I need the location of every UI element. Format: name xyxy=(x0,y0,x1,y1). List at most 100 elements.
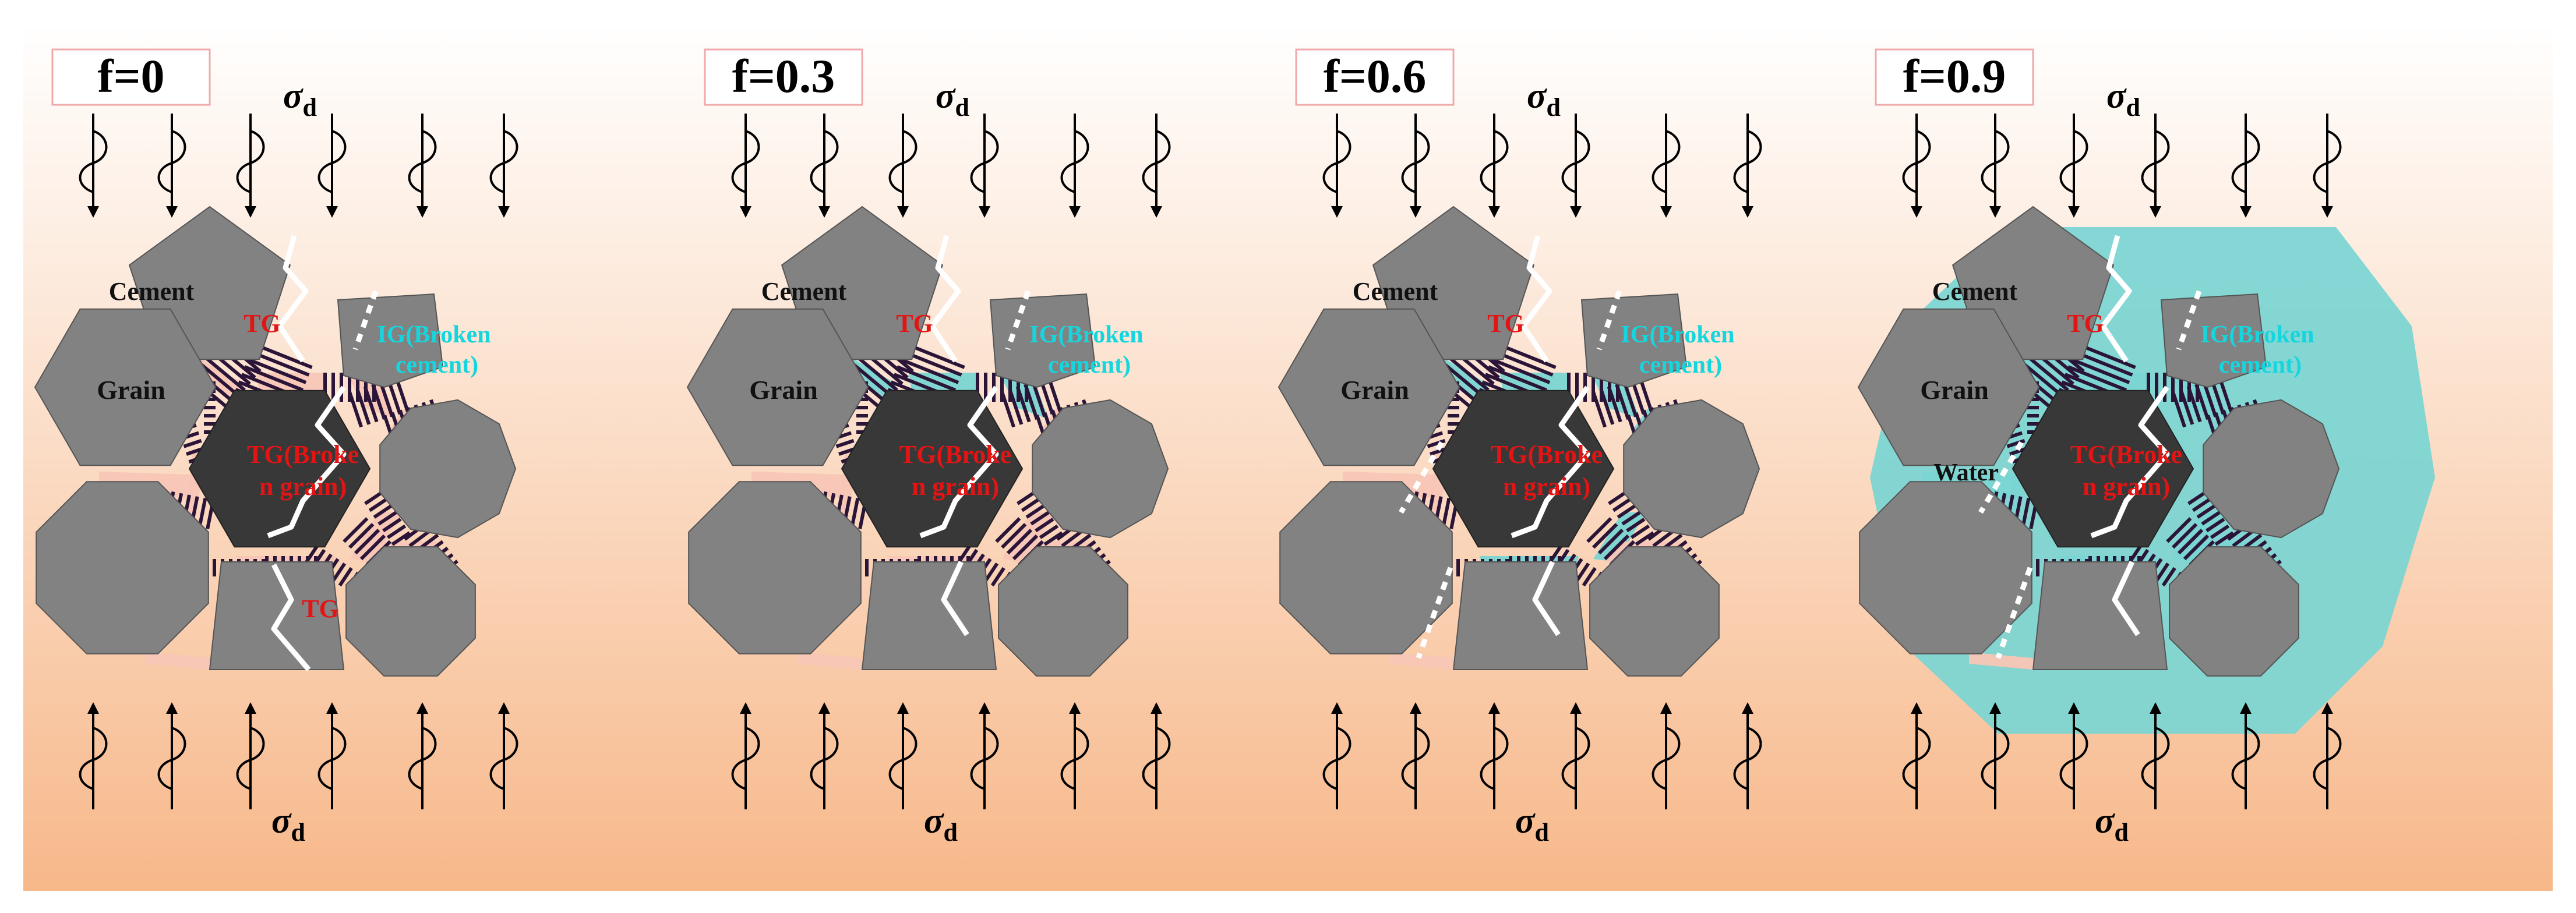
cement-bond-stripe xyxy=(1035,518,1054,533)
wave-symbol xyxy=(970,727,999,790)
label-ig-line1: IG(Broken xyxy=(1621,321,1734,348)
label-tg-broken-line2: n grain) xyxy=(259,472,347,501)
cement-bond-stripe xyxy=(896,365,957,392)
cement-pad xyxy=(1593,512,1646,562)
cement-pad xyxy=(350,512,402,562)
stress-label-top: σd xyxy=(283,76,317,122)
panel-title: f=0.6 xyxy=(1324,49,1427,102)
wave-symbol xyxy=(317,727,347,790)
wave-symbol xyxy=(1733,130,1762,193)
wave-symbol xyxy=(1561,727,1590,790)
panel-title-box xyxy=(1875,48,2034,106)
stress-label-top: σd xyxy=(1527,76,1561,122)
label-tg-broken-line1: TG(Broke xyxy=(1491,440,1603,469)
label-ig-line1: IG(Broken xyxy=(377,321,491,348)
cement-bond-stripe xyxy=(2155,562,2170,582)
grain-bottom-trapezoid xyxy=(861,561,997,670)
wave-symbol xyxy=(1652,130,1681,193)
cement-bond-stripe xyxy=(373,504,393,519)
wave-symbol xyxy=(2059,130,2088,193)
cement-bond-stripe xyxy=(348,523,375,549)
panel-title: f=0.3 xyxy=(732,49,835,102)
cement-bond-stripe xyxy=(2021,497,2031,528)
cement-bond-stripe xyxy=(1612,497,1632,512)
stress-label-bottom: σd xyxy=(271,801,305,847)
cement-bond-stripe xyxy=(355,388,371,425)
cement-bond-stripe xyxy=(984,562,999,582)
grain-right-polygon xyxy=(1623,399,1760,539)
wave-symbol xyxy=(888,727,918,790)
cement-bond-stripe xyxy=(386,524,407,539)
stress-label-bottom: σd xyxy=(1515,801,1549,847)
crack-top-grain xyxy=(2100,235,2132,363)
wave-symbol xyxy=(2141,130,2170,193)
label-grain: Grain xyxy=(97,375,165,405)
cement-pad xyxy=(146,652,210,670)
cement-bond-stripe xyxy=(2183,534,2210,561)
cement-bond-stripe xyxy=(1621,511,1641,526)
wave-symbol xyxy=(1322,727,1351,790)
wave-symbol xyxy=(1401,130,1430,193)
cement-bond-stripe xyxy=(1622,381,1638,417)
label-cement: Cement xyxy=(1932,277,2018,306)
cement-bond-stripe xyxy=(1000,391,1016,428)
cement-bond-stripe xyxy=(391,531,411,546)
wave-symbol xyxy=(731,727,760,790)
label-tg-top: TG xyxy=(1487,309,1525,338)
wave-symbol xyxy=(2231,727,2260,790)
cement-bond-stripe xyxy=(1635,531,1654,546)
cement-bond-stripe xyxy=(371,384,386,420)
wave-symbol xyxy=(970,130,999,193)
grain-bottom-trapezoid xyxy=(1452,561,1589,670)
wave-symbol xyxy=(317,130,347,193)
label-grain: Grain xyxy=(1340,375,1409,405)
cement-bond-stripe xyxy=(1021,497,1041,512)
label-tg-broken-line2: n grain) xyxy=(912,472,999,501)
wave-symbol xyxy=(1060,727,1089,790)
grain-right-polygon xyxy=(379,399,517,539)
stress-label-bottom: σd xyxy=(2095,801,2129,847)
grain-right-small xyxy=(2160,293,2267,388)
cement-bond-stripe xyxy=(1015,386,1031,423)
cement-bond-stripe xyxy=(2166,517,2192,543)
grain-right-polygon xyxy=(2203,399,2340,539)
cement-bond-stripe xyxy=(2179,388,2194,425)
cement-bond-stripe xyxy=(2171,391,2187,428)
wave-symbol xyxy=(79,727,108,790)
label-ig-line2: cement) xyxy=(2219,352,2302,378)
label-tg-broken-line2: n grain) xyxy=(2083,472,2170,501)
cement-bond-stripe xyxy=(1006,528,1033,555)
cement-bond-stripe xyxy=(348,391,364,428)
wave-symbol xyxy=(2231,130,2260,193)
wave-symbol xyxy=(1561,130,1590,193)
crack-center-grain xyxy=(1511,385,1590,539)
panel-title-box xyxy=(1295,48,1455,106)
cement-bond-stripe xyxy=(1603,534,1630,561)
grain-bottom-right xyxy=(345,546,476,677)
wave-symbol xyxy=(810,727,839,790)
label-ig-line1: IG(Broken xyxy=(2200,321,2314,348)
label-tg-top: TG xyxy=(2067,309,2104,338)
label-cement: Cement xyxy=(761,277,847,306)
grain-bottom-left xyxy=(1279,481,1453,654)
wave-symbol xyxy=(1652,727,1681,790)
cement-bond-stripe xyxy=(1599,388,1615,425)
cement-bond-stripe xyxy=(2067,365,2127,392)
grain-bottom-trapezoid xyxy=(2032,561,2168,670)
cement-bond-stripe xyxy=(183,438,202,448)
cement-bond-stripe xyxy=(1031,381,1047,417)
wave-symbol xyxy=(2059,727,2088,790)
cement-bond-stripe xyxy=(1592,391,1607,428)
label-tg-bottom: TG xyxy=(302,594,339,623)
label-tg-broken-line2: n grain) xyxy=(1503,472,1590,501)
cement-bond-stripe xyxy=(2006,438,2025,448)
cement-bond-stripe xyxy=(364,490,384,505)
broken-cement-dash xyxy=(1995,567,2033,659)
panel-title-box xyxy=(51,48,211,106)
cement-bond-stripe xyxy=(1001,523,1027,549)
